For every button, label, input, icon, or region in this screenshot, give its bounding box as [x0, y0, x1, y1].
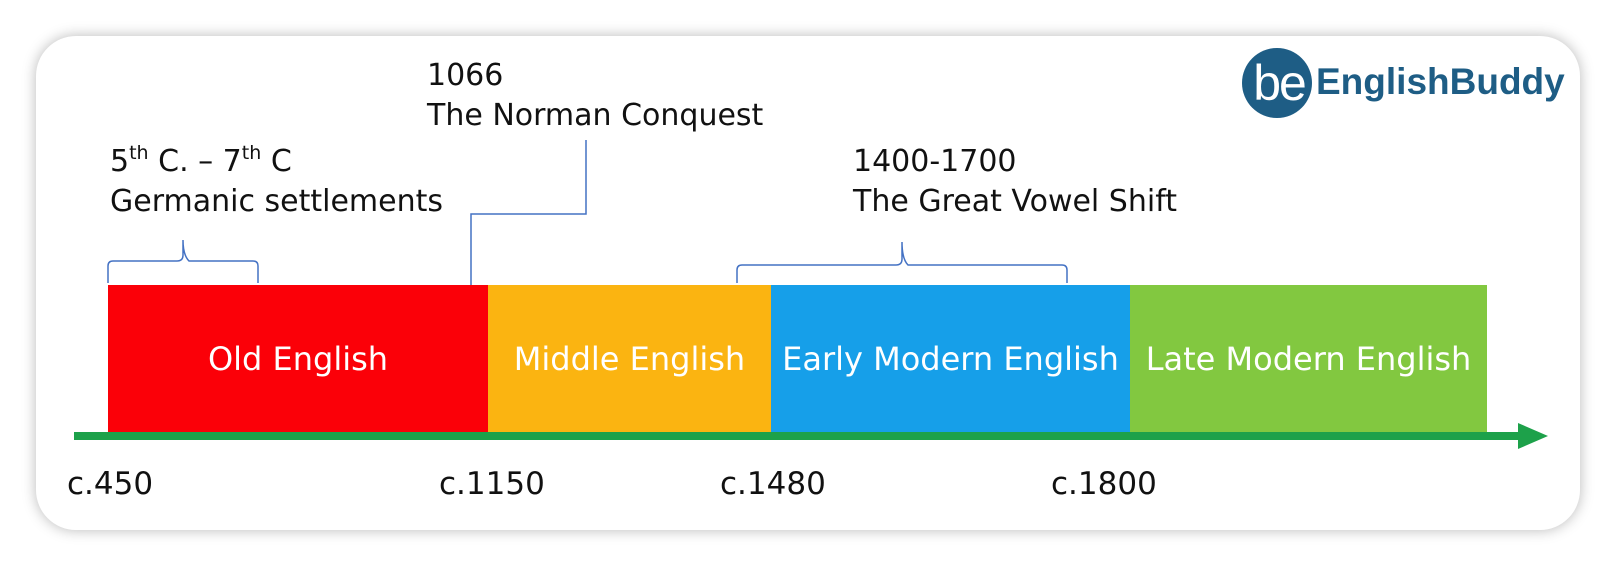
conquest-year: 1066	[427, 58, 504, 93]
settlements-annotation: 5th C. – 7th C Germanic settlements	[110, 142, 443, 222]
settlements-brace	[107, 239, 259, 283]
conquest-annotation: 1066 The Norman Conquest	[427, 56, 763, 136]
conquest-label: The Norman Conquest	[427, 98, 764, 133]
vowel-shift-label: The Great Vowel Shift	[853, 184, 1177, 219]
period-old-english: Old English	[108, 285, 488, 433]
logo-mark: be	[1253, 55, 1307, 111]
vowel-shift-brace	[736, 241, 1068, 283]
brand-logo: be EnglishBuddy	[1242, 44, 1572, 120]
tick-label-c1150: c.1150	[439, 466, 545, 502]
tick-label-c1800: c.1800	[1051, 466, 1157, 502]
tick-label-c450: c.450	[67, 466, 154, 502]
conquest-connector	[470, 140, 587, 285]
period-middle-english: Middle English	[488, 285, 771, 433]
period-late-modern-english: Late Modern English	[1130, 285, 1487, 433]
timeline-card	[36, 36, 1580, 530]
logo-badge	[1242, 48, 1312, 118]
tick-label-c1480: c.1480	[720, 466, 826, 502]
period-early-modern-english: Early Modern English	[771, 285, 1130, 433]
settlements-dates: 5th C. – 7th C	[110, 142, 292, 180]
vowel-shift-years: 1400-1700	[853, 144, 1017, 179]
timeline-arrowhead	[1518, 423, 1548, 449]
settlements-label: Germanic settlements	[110, 184, 443, 219]
logo-wordmark: EnglishBuddy	[1316, 61, 1565, 102]
vowel-shift-annotation: 1400-1700 The Great Vowel Shift	[853, 142, 1177, 222]
